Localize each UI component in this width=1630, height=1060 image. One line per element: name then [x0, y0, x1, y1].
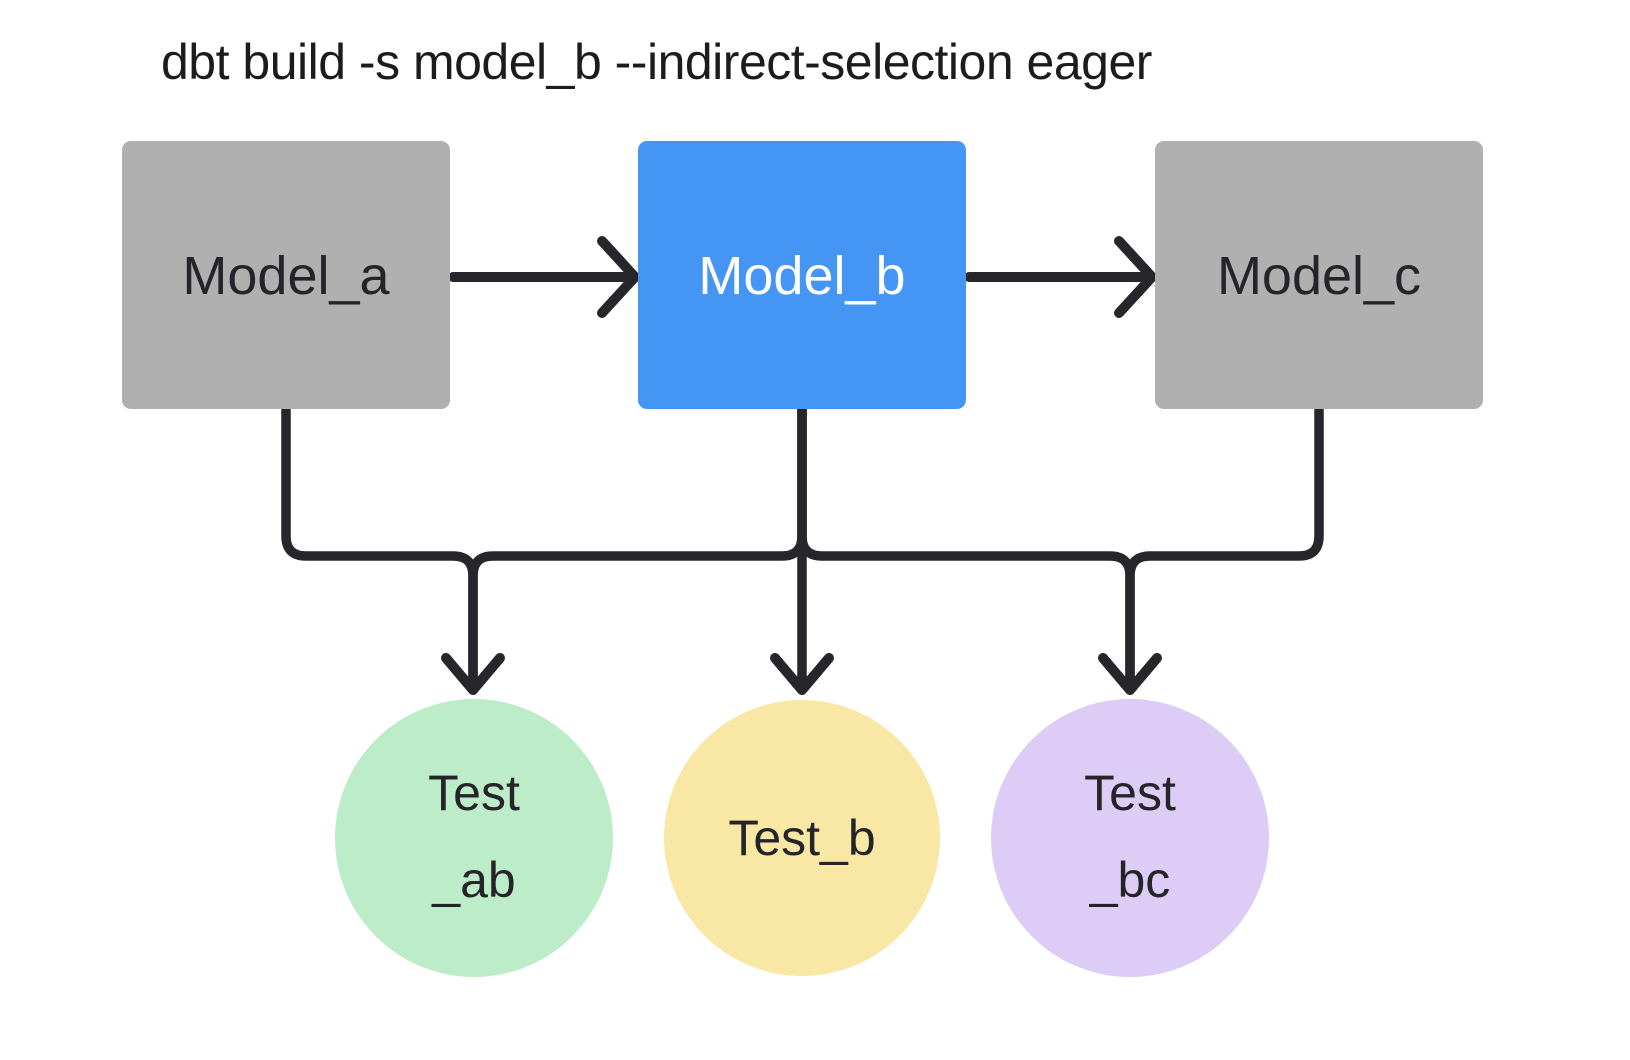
node-test-ab: [335, 699, 613, 977]
node-model-b: [638, 141, 966, 409]
node-model-a: [122, 141, 450, 409]
arrowhead-test-bc: [1098, 653, 1162, 695]
node-model-c-label: Model_c: [1217, 246, 1421, 306]
connector-model-a-to-test-ab: [281, 400, 478, 691]
node-model-c: [1155, 141, 1483, 409]
node-test-b-label: Test_b: [728, 810, 875, 866]
arrowhead-model-c: [1114, 236, 1157, 318]
connector-model-b-to-test-ab: [468, 400, 807, 691]
arrowhead-test-b: [770, 653, 834, 695]
node-test-ab-label-line2: _ab: [431, 852, 515, 908]
connector-model-b-to-test-bc: [797, 400, 1135, 691]
node-test-ab-label-line1: Test: [428, 765, 520, 821]
node-model-a-label: Model_a: [182, 246, 390, 306]
diagram-title: dbt build -s model_b --indirect-selectio…: [161, 34, 1152, 90]
node-test-bc: [991, 699, 1269, 977]
node-test-b: [664, 700, 940, 976]
node-test-bc-label-line1: Test: [1084, 765, 1176, 821]
arrowhead-model-b: [597, 236, 640, 318]
node-model-b-label: Model_b: [698, 246, 905, 306]
node-test-bc-label-line2: _bc: [1089, 852, 1171, 908]
connector-model-c-to-test-bc: [1125, 400, 1324, 691]
arrowhead-test-ab: [441, 653, 505, 695]
